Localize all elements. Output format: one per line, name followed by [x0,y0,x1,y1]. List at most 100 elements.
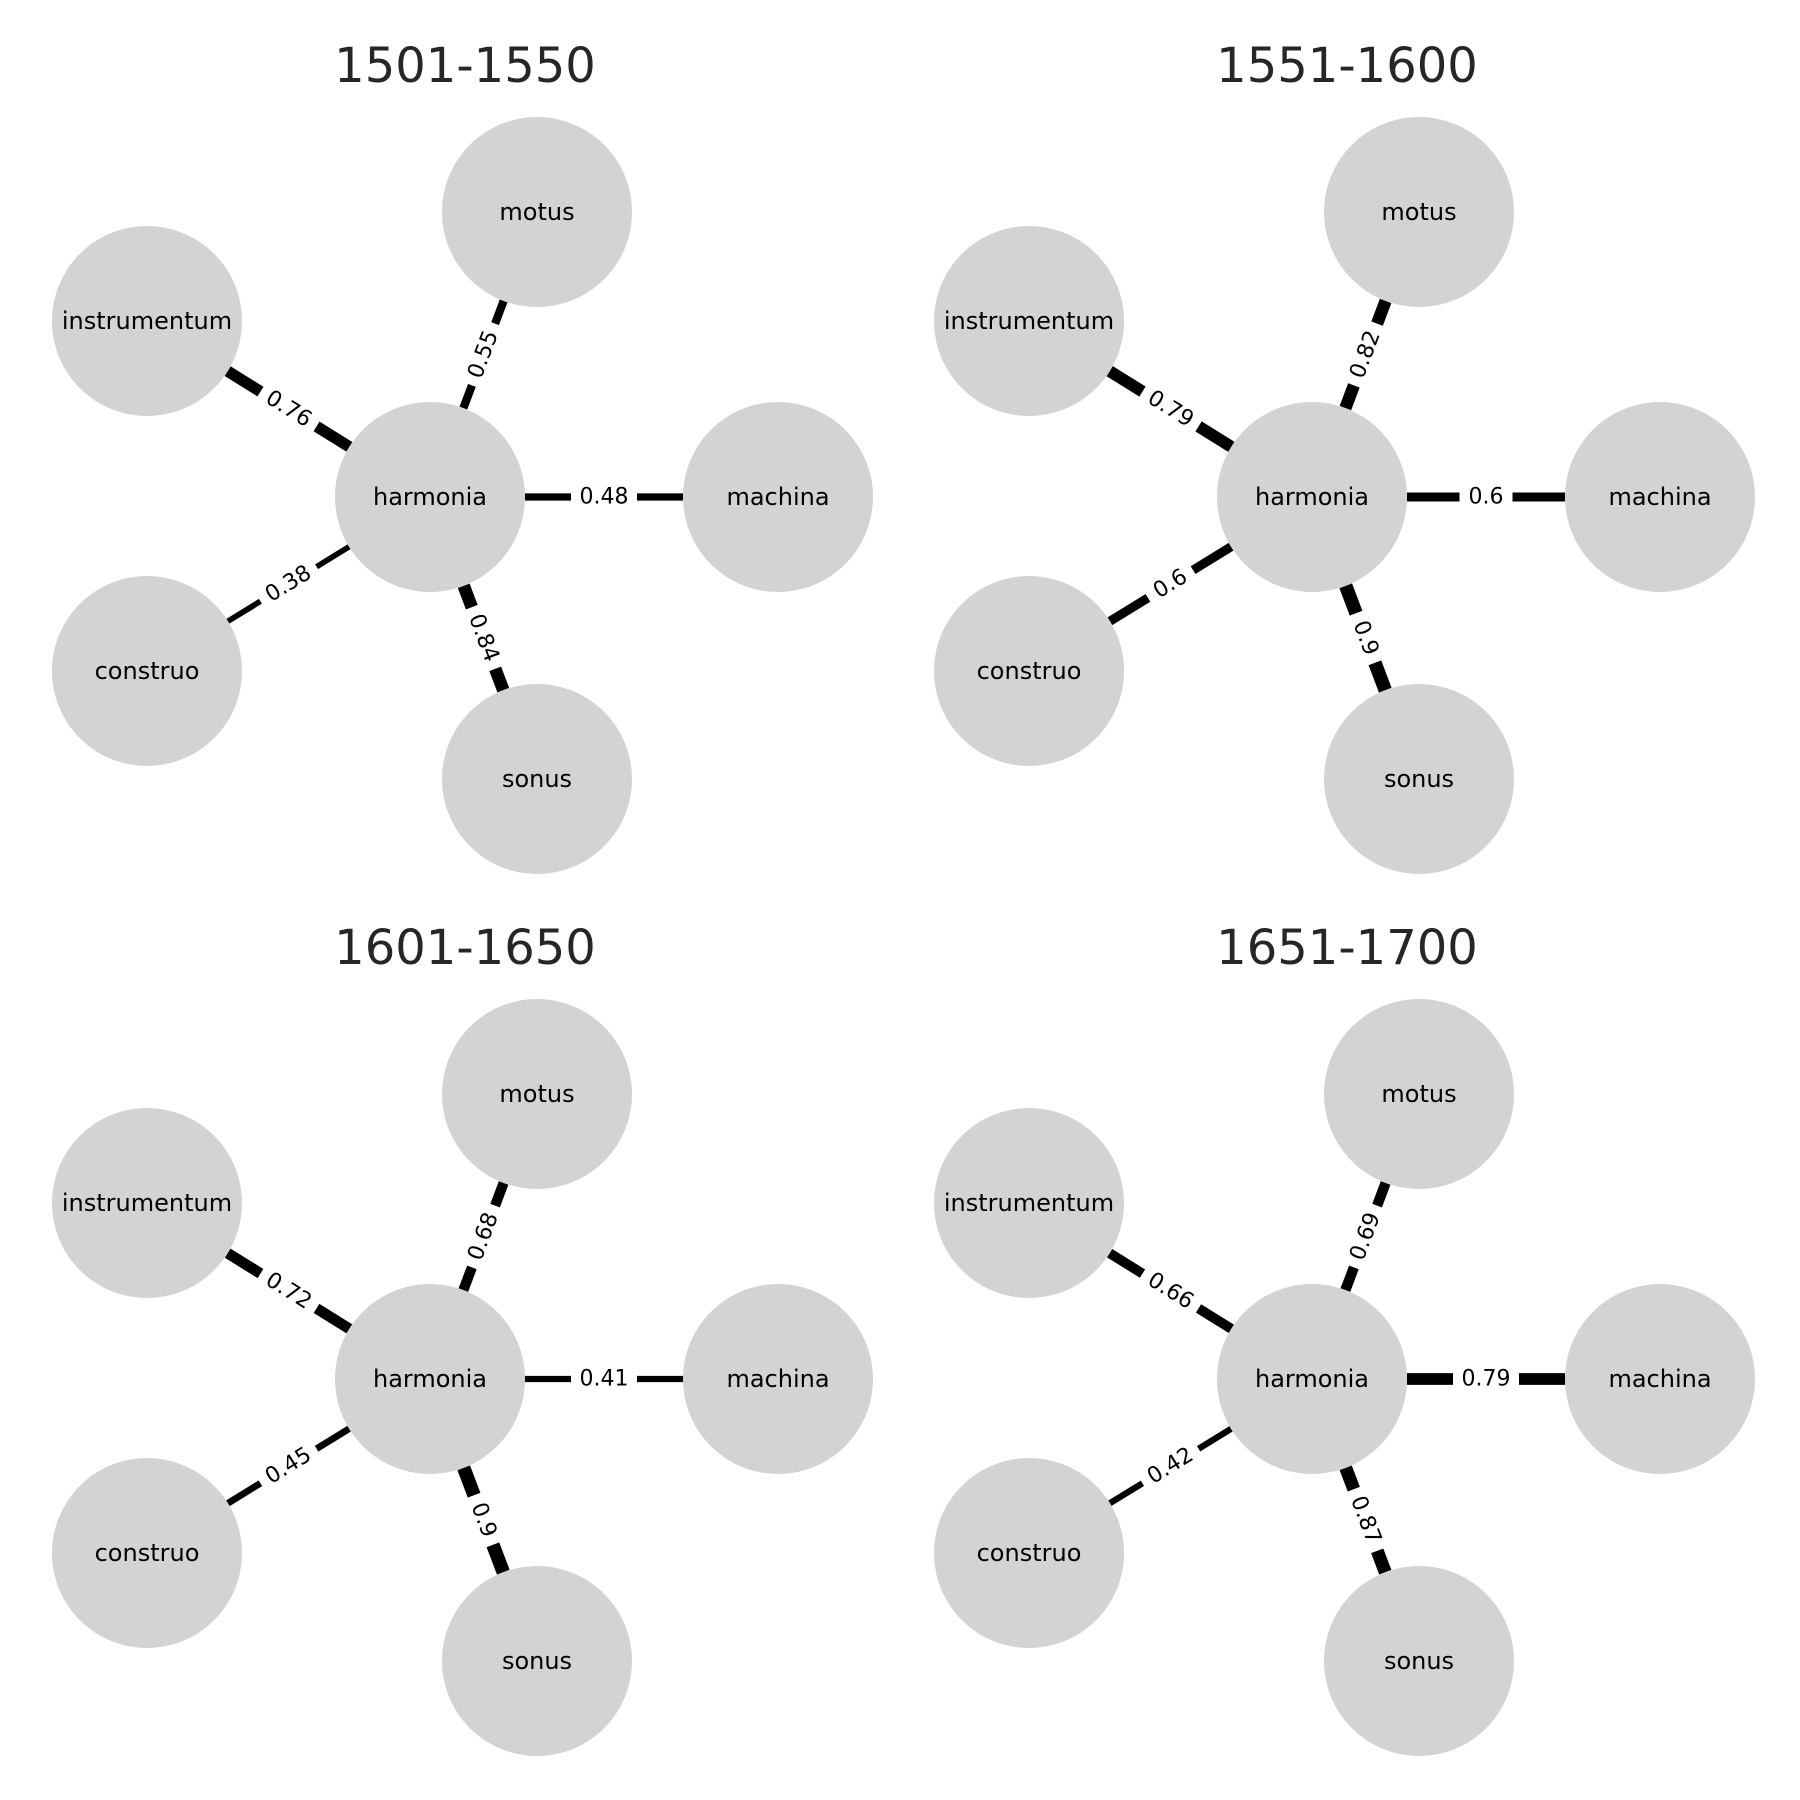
edge-label-background [252,1435,325,1497]
edge-weight-label: 0.72 [252,1260,325,1322]
node-sonus: sonus [442,684,632,874]
node-instrumentum: instrumentum [934,1108,1124,1298]
node-machina: machina [1565,402,1755,592]
node-harmonia: harmonia [335,402,525,592]
edge-weight-label: 0.55 [457,318,510,391]
edge-weight-text: 0.6 [1469,485,1504,510]
node-label: sonus [1384,1647,1454,1675]
node-label: construo [95,1539,200,1567]
edge-label-background [460,1489,507,1551]
edge-label-background [1339,318,1392,391]
edge-weight-label: 0.68 [457,1200,510,1273]
node-circle [934,576,1124,766]
node-label: machina [1608,483,1711,511]
node-label: harmonia [373,483,487,511]
node-construo: construo [934,1458,1124,1648]
edge-weight-label: 0.38 [252,553,325,615]
edge-label-background [571,1364,637,1394]
edge-weight-label: 0.82 [1339,318,1392,391]
node-circle [442,684,632,874]
node-circle [1217,402,1407,592]
node-label: motus [499,1080,574,1108]
network-panel: 1601-16500.680.720.410.450.9harmoniamotu… [52,920,873,1756]
edge-label-background [252,553,325,615]
network-panel: 1551-16000.820.790.60.60.9harmoniamotusi… [934,38,1755,874]
node-label: instrumentum [62,1189,232,1217]
edge-weight-label: 0.66 [1134,1260,1207,1322]
node-circle [52,1458,242,1648]
edge-label-background [1134,378,1207,440]
edge-label-background [1342,607,1389,669]
edge-label-background [252,1260,325,1322]
node-label: harmonia [1255,483,1369,511]
node-motus: motus [1324,999,1514,1189]
node-instrumentum: instrumentum [934,226,1124,416]
node-machina: machina [683,1284,873,1474]
node-machina: machina [1565,1284,1755,1474]
node-motus: motus [442,999,632,1189]
edge-label-background [457,318,510,391]
edge-weight-text: 0.41 [580,1367,629,1392]
panel-title: 1651-1700 [1216,920,1478,976]
node-circle [1324,684,1514,874]
node-label: sonus [502,1647,572,1675]
node-construo: construo [52,1458,242,1648]
node-circle [1324,117,1514,307]
node-circle [683,402,873,592]
node-motus: motus [1324,117,1514,307]
edge-label-background [1339,1483,1392,1557]
panel-title: 1601-1650 [334,920,596,976]
node-sonus: sonus [1324,684,1514,874]
node-circle [1565,402,1755,592]
node-label: motus [1381,198,1456,226]
node-harmonia: harmonia [335,1284,525,1474]
edge-label-background [457,1200,510,1273]
edge-label-background [457,601,510,675]
edge-label-background [1339,1200,1392,1273]
edge-weight-label: 0.41 [571,1364,637,1394]
edge-label-background [1134,1435,1207,1497]
edge-weight-label: 0.76 [252,378,325,440]
edge-weight-text: 0.79 [1462,1367,1511,1392]
node-circle [934,1108,1124,1298]
node-label: machina [1608,1365,1711,1393]
panel-title: 1501-1550 [334,38,596,94]
edge-weight-label: 0.6 [1459,482,1513,512]
edge-weight-label: 0.42 [1134,1435,1207,1497]
node-label: motus [499,198,574,226]
node-label: machina [726,1365,829,1393]
node-harmonia: harmonia [1217,402,1407,592]
edge-weight-label: 0.84 [457,601,510,675]
node-circle [934,226,1124,416]
edge-weight-label: 0.48 [571,482,637,512]
node-construo: construo [52,576,242,766]
node-construo: construo [934,576,1124,766]
node-sonus: sonus [442,1566,632,1756]
node-circle [52,576,242,766]
edge-weight-text: 0.48 [580,485,629,510]
node-circle [1217,1284,1407,1474]
node-circle [52,226,242,416]
edge-label-background [1459,482,1513,512]
node-instrumentum: instrumentum [52,226,242,416]
node-label: harmonia [373,1365,487,1393]
node-label: construo [977,657,1082,685]
node-circle [1565,1284,1755,1474]
edge-weight-label: 0.79 [1134,378,1207,440]
edge-label-background [1140,557,1201,611]
node-circle [442,999,632,1189]
node-label: instrumentum [62,307,232,335]
panel-title: 1551-1600 [1216,38,1478,94]
node-instrumentum: instrumentum [52,1108,242,1298]
node-machina: machina [683,402,873,592]
node-circle [683,1284,873,1474]
edge-label-background [1134,1260,1207,1322]
edge-weight-label: 0.9 [460,1489,507,1551]
node-label: instrumentum [944,1189,1114,1217]
node-label: construo [95,657,200,685]
node-label: motus [1381,1080,1456,1108]
node-label: instrumentum [944,307,1114,335]
edge-label-background [571,482,637,512]
node-label: sonus [1384,765,1454,793]
